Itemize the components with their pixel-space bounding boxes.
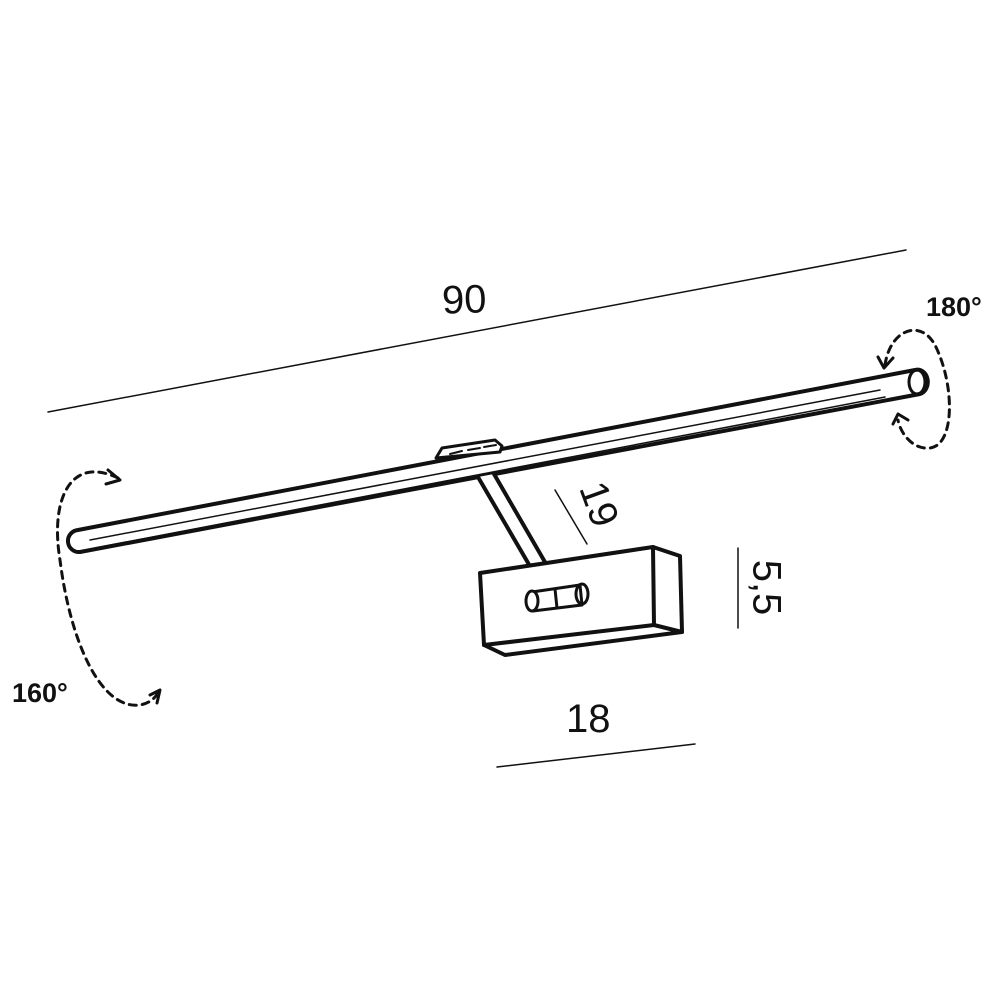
- right-rotation-label: 180°: [926, 292, 982, 322]
- dimension-line-length: [47, 249, 907, 413]
- bar-clip: [434, 438, 504, 460]
- rotation-arrow-left: [56, 468, 162, 707]
- base-width-label: 18: [566, 697, 611, 741]
- dimension-line-width: [496, 743, 696, 768]
- rotation-arrow-right: [876, 328, 951, 450]
- length-label: 90: [441, 277, 488, 323]
- dimension-line-arm: [554, 489, 588, 545]
- base-height-label: 5,5: [744, 559, 789, 616]
- pivot-cylinder: [524, 582, 590, 613]
- left-rotation-label: 160°: [12, 678, 68, 708]
- light-bar: [65, 367, 930, 555]
